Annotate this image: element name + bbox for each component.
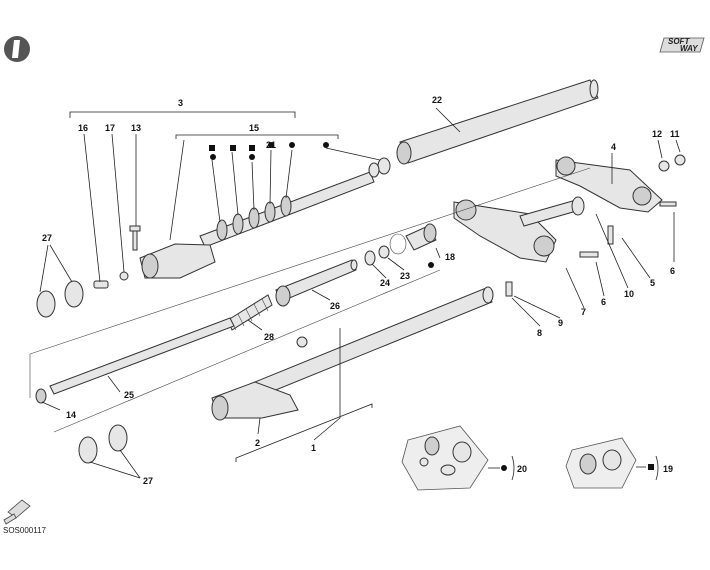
callout-15: 15 bbox=[249, 123, 259, 133]
callout-26: 26 bbox=[330, 301, 340, 311]
screw-parts bbox=[93, 225, 141, 289]
callout-labels: 3 22 16 17 13 15 21 12 11 4 27 18 23 24 … bbox=[42, 95, 680, 486]
lower-triple-clamp-part bbox=[453, 196, 614, 297]
drawing-code: SOS000117 bbox=[3, 526, 47, 535]
spring-part bbox=[227, 294, 273, 331]
badge-text-top: SOFT bbox=[668, 37, 690, 46]
callout-17: 17 bbox=[105, 123, 115, 133]
kit-marker-symbols bbox=[209, 142, 434, 268]
hose-clamp-parts-lower bbox=[78, 424, 128, 464]
callout-8: 8 bbox=[537, 328, 542, 338]
callout-6-mid: 6 bbox=[601, 297, 606, 307]
inner-rod-part bbox=[35, 317, 235, 404]
seal-kit-20 bbox=[401, 425, 515, 491]
small-washers bbox=[364, 223, 437, 266]
softway-badge: SOFT WAY bbox=[659, 37, 705, 53]
callout-16: 16 bbox=[78, 123, 88, 133]
callout-9: 9 bbox=[558, 318, 563, 328]
callout-23: 23 bbox=[400, 271, 410, 281]
callout-11: 11 bbox=[670, 129, 680, 139]
callout-27-bottom: 27 bbox=[143, 476, 153, 486]
callout-27-top: 27 bbox=[42, 233, 52, 243]
callout-5: 5 bbox=[650, 278, 655, 288]
pencil-sketch-icon bbox=[3, 499, 31, 525]
callout-7: 7 bbox=[581, 307, 586, 317]
callout-2: 2 bbox=[255, 438, 260, 448]
callout-3: 3 bbox=[178, 98, 183, 108]
seal-kit-19 bbox=[565, 437, 659, 489]
brand-logo-icon bbox=[4, 36, 30, 62]
badge-text-bottom: WAY bbox=[680, 44, 698, 53]
callout-20: 20 bbox=[517, 464, 527, 474]
hose-clamp-parts-upper bbox=[36, 280, 84, 318]
lower-slider-part bbox=[211, 286, 494, 421]
callout-14: 14 bbox=[66, 410, 76, 420]
leader-lines bbox=[29, 107, 681, 479]
callout-6-right: 6 bbox=[670, 266, 675, 276]
callout-18: 18 bbox=[445, 252, 455, 262]
callout-22: 22 bbox=[432, 95, 442, 105]
upper-triple-clamp-part bbox=[555, 154, 686, 213]
outer-tube-part bbox=[396, 79, 599, 165]
callout-12: 12 bbox=[652, 129, 662, 139]
callout-10: 10 bbox=[624, 289, 634, 299]
damper-rod-part bbox=[275, 259, 358, 307]
callout-19: 19 bbox=[663, 464, 673, 474]
callout-24: 24 bbox=[380, 278, 390, 288]
callout-28: 28 bbox=[264, 332, 274, 342]
callout-21: 21 bbox=[266, 140, 276, 150]
callout-4: 4 bbox=[611, 142, 616, 152]
callout-1: 1 bbox=[311, 443, 316, 453]
callout-13: 13 bbox=[131, 123, 141, 133]
callout-25: 25 bbox=[124, 390, 134, 400]
